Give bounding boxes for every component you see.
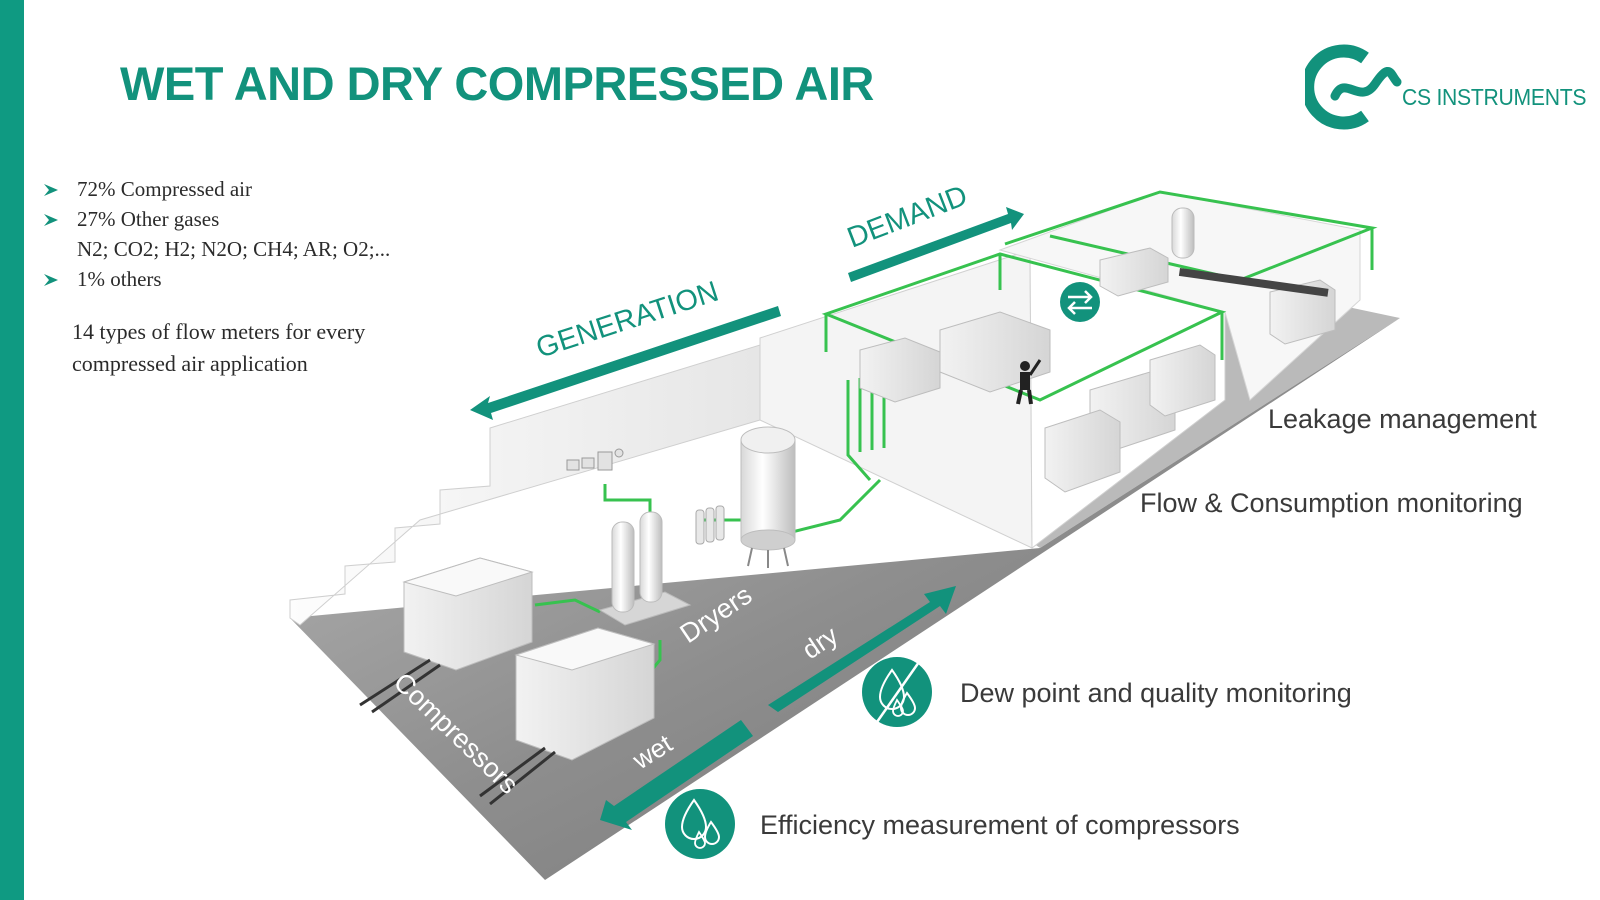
bullet-item: 72% Compressed air — [44, 174, 390, 204]
compressor-units — [359, 557, 656, 806]
filters — [695, 505, 725, 545]
wet-arrow — [600, 720, 753, 830]
feature-dew-point: Dew point and quality monitoring — [960, 678, 1352, 708]
generation-arrow — [470, 306, 781, 420]
demand-arrow — [848, 207, 1024, 282]
dry-arrow — [768, 586, 956, 712]
bullet-text: 72% Compressed air — [77, 177, 252, 201]
bullet-subtext: N2; CO2; H2; N2O; CH4; AR; O2;... — [77, 237, 391, 261]
bullet-arrow-icon — [44, 214, 58, 226]
back-wall — [289, 344, 761, 626]
air-receiver-tank — [740, 426, 796, 568]
bullet-text: 1% others — [77, 267, 162, 291]
bullet-list: 72% Compressed air 27% Other gases N2; C… — [44, 174, 390, 294]
bullet-item: 27% Other gases — [44, 204, 390, 234]
left-accent-bar — [0, 0, 24, 900]
bullet-arrow-icon — [44, 274, 58, 286]
feature-leakage-management: Leakage management — [1268, 404, 1537, 434]
bullet-arrow-icon — [44, 184, 58, 196]
page-title: WET AND DRY COMPRESSED AIR — [120, 57, 874, 110]
feature-flow-consumption: Flow & Consumption monitoring — [1140, 488, 1523, 518]
feature-efficiency: Efficiency measurement of compressors — [760, 810, 1240, 840]
worker-figure — [1016, 359, 1042, 405]
droplets-icon — [665, 789, 735, 859]
bullet-text: 27% Other gases — [77, 207, 220, 231]
dryer-units — [598, 511, 692, 626]
bullet-item: 1% others — [44, 264, 390, 294]
swap-arrows-icon — [1060, 282, 1100, 322]
wall-sensors — [566, 448, 624, 471]
droplets-crossed-icon — [862, 657, 932, 727]
brand-logo — [1305, 44, 1402, 130]
generation-label: GENERATION — [532, 276, 722, 365]
flow-meter-note: 14 types of flow meters for every compre… — [72, 319, 366, 376]
brand-name: CS INSTRUMENTS — [1402, 84, 1587, 110]
